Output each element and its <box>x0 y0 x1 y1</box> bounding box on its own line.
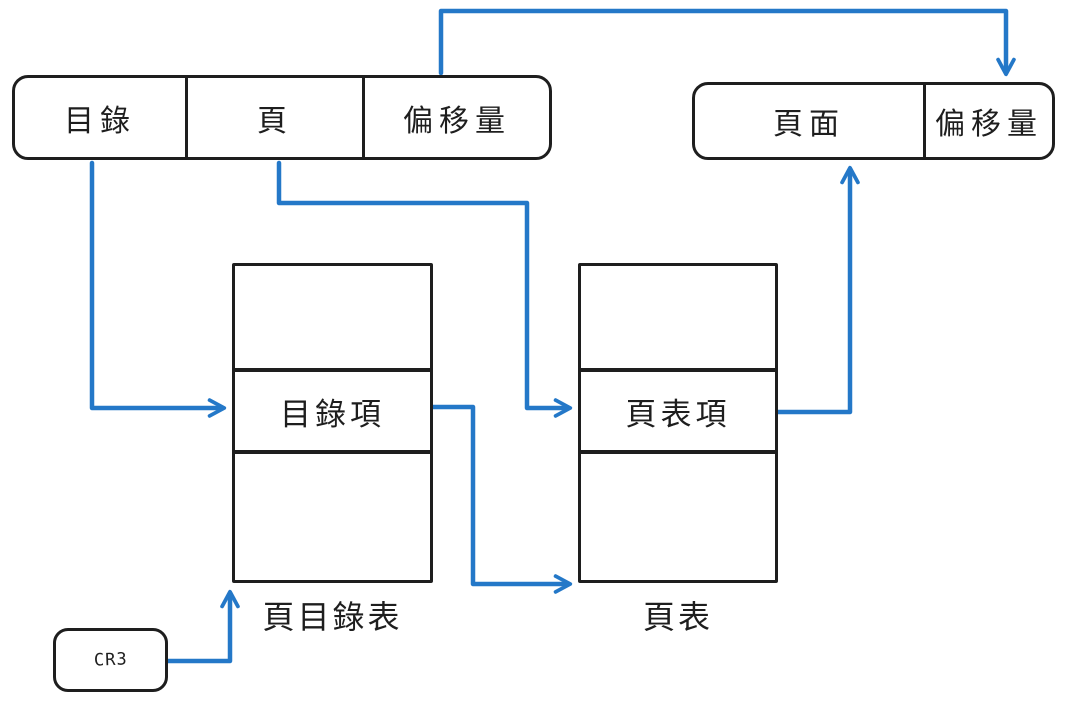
page-table-row-bottom <box>581 454 775 580</box>
page-table-entry-row: 頁表項 <box>581 368 775 454</box>
virtual-address-box: 目錄 頁 偏移量 <box>12 75 552 160</box>
va-directory-cell: 目錄 <box>15 78 188 157</box>
arrow-directory-to-pde <box>89 160 227 418</box>
va-page-cell: 頁 <box>188 78 365 157</box>
arrow-pte-to-page-frame <box>775 165 860 415</box>
pa-page-frame-cell: 頁面 <box>695 85 926 157</box>
page-table-caption: 頁表 <box>642 599 713 635</box>
arrow-offset-to-offset <box>438 8 1016 77</box>
physical-address-box: 頁面 偏移量 <box>692 82 1055 160</box>
page-directory-caption: 頁目錄表 <box>262 599 403 635</box>
arrow-pde-to-page-table <box>430 404 573 594</box>
page-table: 頁表項 <box>578 263 778 583</box>
cr3-label: CR3 <box>93 649 128 671</box>
page-directory-row-bottom <box>235 454 430 580</box>
arrow-cr3-to-page-directory <box>165 589 240 664</box>
page-directory-row-top <box>235 266 430 368</box>
cr3-register-box: CR3 <box>53 628 168 692</box>
page-directory-table: 目錄項 <box>232 263 433 583</box>
page-table-row-top <box>581 266 775 368</box>
va-offset-cell: 偏移量 <box>403 104 511 138</box>
pa-offset-cell: 偏移量 <box>935 108 1043 141</box>
page-directory-entry-row: 目錄項 <box>235 368 430 454</box>
